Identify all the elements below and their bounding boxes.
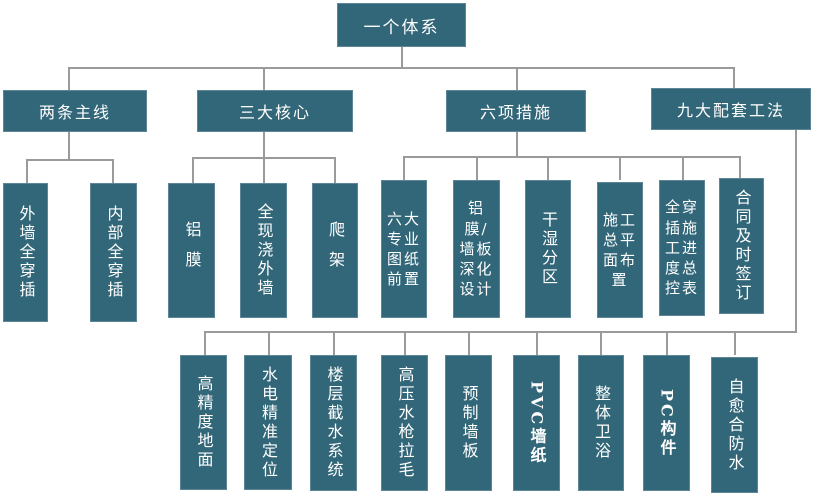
leaf-node: 合同及时签订 bbox=[719, 178, 764, 314]
leaf-label: 外墙全穿插 bbox=[16, 205, 36, 300]
leaf-node: 外墙全穿插 bbox=[3, 183, 48, 322]
connector bbox=[263, 67, 265, 90]
leaf-label: 铝膜/墙板深化设计 bbox=[459, 199, 494, 299]
connector bbox=[516, 132, 518, 157]
connector bbox=[334, 157, 336, 183]
leaf-label: 合同及时签订 bbox=[732, 189, 752, 303]
connector bbox=[112, 159, 114, 183]
connector bbox=[536, 331, 538, 355]
branch-node: 六项措施 bbox=[446, 90, 586, 132]
branch-node: 三大核心 bbox=[197, 90, 353, 132]
connector bbox=[468, 331, 470, 355]
root-node: 一个体系 bbox=[337, 3, 466, 47]
leaf-node: 内部全穿插 bbox=[90, 183, 137, 322]
leaf-node: 施工总平面布置 bbox=[597, 182, 643, 318]
leaf-node: 预制墙板 bbox=[445, 355, 492, 491]
connector bbox=[403, 156, 741, 158]
connector bbox=[333, 331, 335, 355]
leaf-label: 整体卫浴 bbox=[592, 385, 611, 461]
leaf-label: 施工总平面布置 bbox=[602, 210, 637, 290]
leaf-node: 水电精准定位 bbox=[244, 355, 292, 490]
connector bbox=[204, 331, 797, 333]
connector bbox=[263, 132, 265, 158]
leaf-node: 全现浇外墙 bbox=[240, 183, 287, 318]
connector bbox=[476, 156, 478, 180]
branch-node: 两条主线 bbox=[3, 90, 147, 132]
leaf-label: 全穿插施工进度总控表 bbox=[664, 198, 699, 298]
leaf-node: 楼层截水系统 bbox=[310, 355, 357, 491]
leaf-label: 全现浇外墙 bbox=[254, 203, 274, 298]
leaf-label: 爬架 bbox=[326, 220, 345, 281]
connector bbox=[547, 156, 549, 180]
connector bbox=[401, 47, 403, 69]
connector bbox=[795, 130, 797, 333]
leaf-node: 爬架 bbox=[312, 183, 358, 318]
connector bbox=[204, 331, 206, 355]
leaf-node: PVC墙纸 bbox=[513, 355, 560, 491]
leaf-label: 六大专业图纸前置 bbox=[386, 209, 421, 289]
connector bbox=[403, 156, 405, 180]
connector bbox=[619, 156, 621, 180]
leaf-node: 自愈合防水 bbox=[711, 357, 758, 493]
leaf-label: PC构件 bbox=[657, 388, 677, 458]
connector bbox=[733, 67, 735, 88]
leaf-node: 高精度地面 bbox=[180, 355, 227, 490]
connector bbox=[68, 67, 70, 90]
leaf-node: 铝膜/墙板深化设计 bbox=[453, 180, 500, 318]
connector bbox=[666, 331, 668, 355]
leaf-node: 铝膜 bbox=[168, 183, 215, 318]
connector bbox=[739, 156, 741, 178]
connector bbox=[600, 331, 602, 355]
leaf-label: 水电精准定位 bbox=[259, 365, 278, 480]
leaf-node: 干湿分区 bbox=[525, 180, 571, 318]
connector bbox=[68, 67, 735, 69]
connector bbox=[268, 331, 270, 355]
connector bbox=[682, 156, 684, 180]
connector bbox=[516, 67, 518, 90]
leaf-label: 高压水枪拉毛 bbox=[395, 366, 415, 480]
leaf-label: 干湿分区 bbox=[539, 211, 558, 287]
leaf-label: 自愈合防水 bbox=[725, 377, 745, 473]
leaf-label: PVC墙纸 bbox=[527, 380, 547, 466]
connector bbox=[734, 331, 736, 355]
leaf-label: 内部全穿插 bbox=[104, 205, 124, 300]
leaf-node: 整体卫浴 bbox=[578, 355, 624, 491]
connector bbox=[263, 157, 265, 183]
leaf-label: 楼层截水系统 bbox=[324, 366, 344, 480]
connector bbox=[68, 132, 70, 160]
leaf-label: 预制墙板 bbox=[459, 385, 479, 461]
leaf-label: 铝膜 bbox=[182, 220, 202, 281]
leaf-node: PC构件 bbox=[643, 355, 690, 491]
leaf-node: 六大专业图纸前置 bbox=[381, 180, 427, 318]
leaf-label: 高精度地面 bbox=[194, 375, 214, 470]
branch-node: 九大配套工法 bbox=[651, 88, 811, 130]
connector bbox=[26, 159, 114, 161]
leaf-node: 高压水枪拉毛 bbox=[381, 355, 428, 491]
leaf-node: 全穿插施工进度总控表 bbox=[659, 180, 705, 316]
connector bbox=[26, 159, 28, 183]
connector bbox=[404, 331, 406, 355]
connector bbox=[192, 157, 194, 183]
